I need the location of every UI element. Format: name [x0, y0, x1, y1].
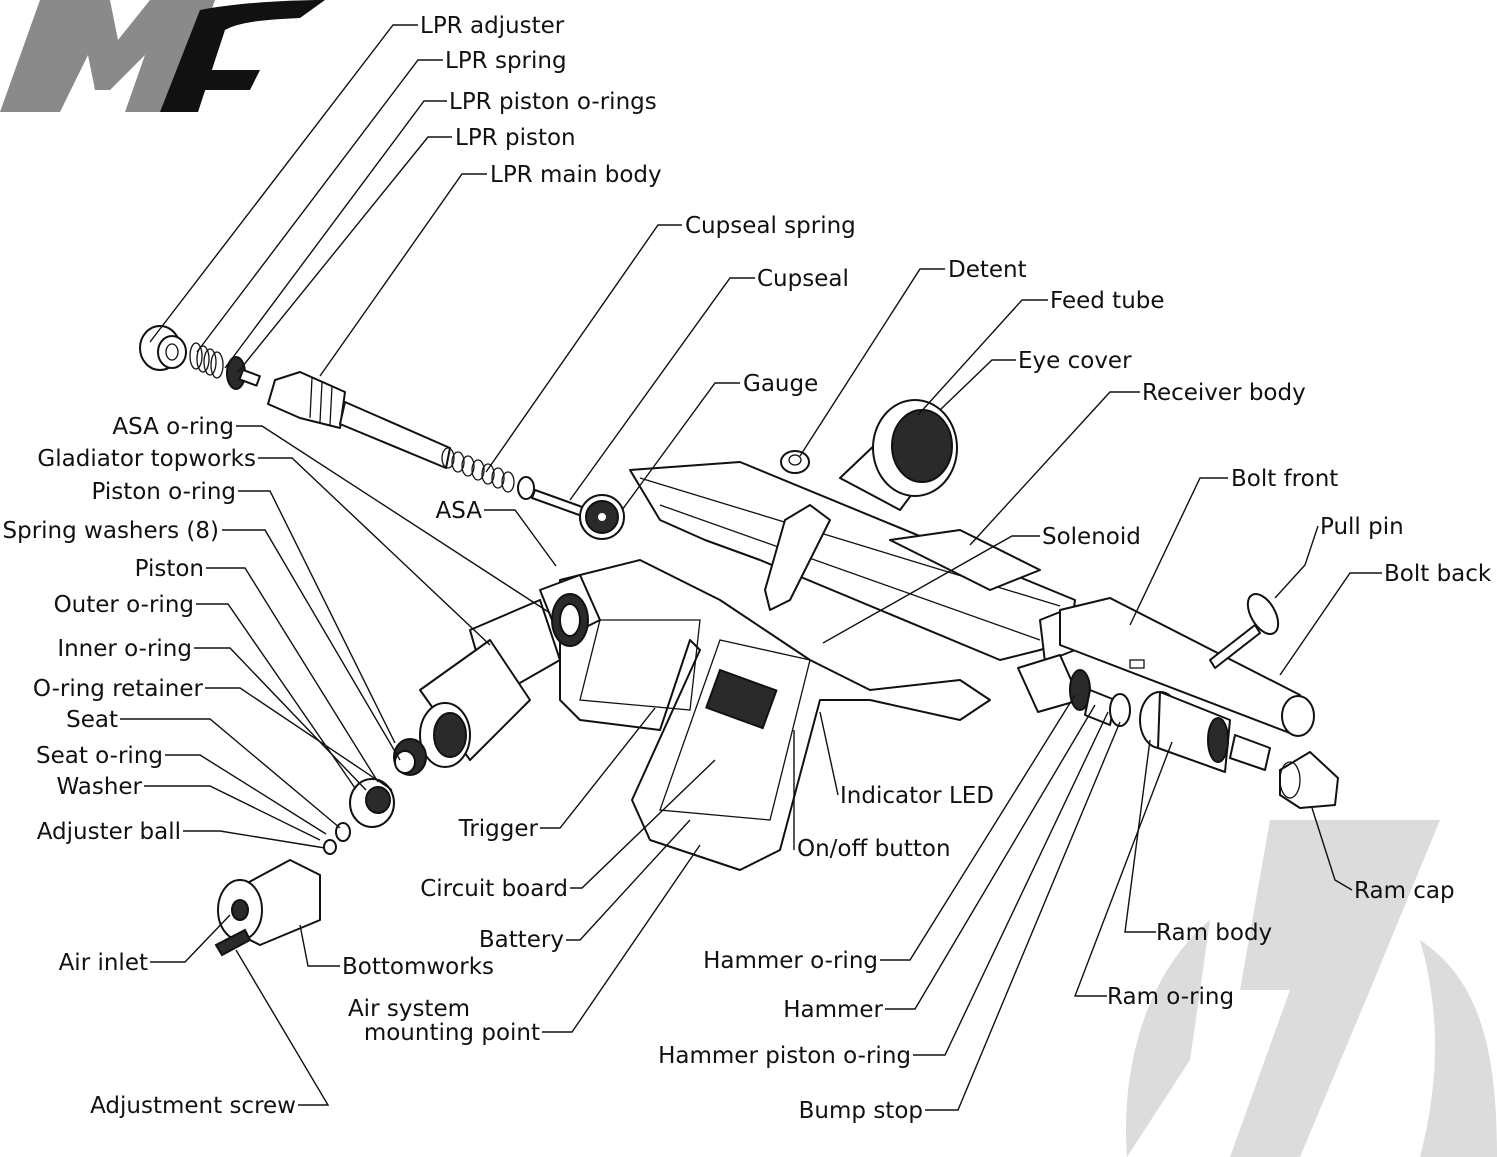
label-receiver-body: Receiver body: [1142, 380, 1306, 406]
lpr-main-body-part: [267, 371, 451, 469]
label-spring-washers: Spring washers (8): [3, 518, 219, 544]
label-outer-oring: Outer o-ring: [54, 592, 194, 618]
label-solenoid: Solenoid: [1042, 524, 1141, 550]
label-lpr-piston: LPR piston: [455, 125, 576, 151]
label-lpr-spring: LPR spring: [445, 48, 567, 74]
label-asa-oring: ASA o-ring: [112, 414, 234, 440]
label-asa: ASA: [436, 498, 483, 524]
label-eye-cover: Eye cover: [1018, 348, 1132, 374]
receiver-body-part: [629, 461, 1076, 663]
label-pull-pin: Pull pin: [1320, 514, 1404, 540]
piston-part: [393, 738, 427, 776]
label-seat-oring: Seat o-ring: [36, 743, 163, 769]
leader-lines: [120, 24, 1382, 1111]
label-onoff-button: On/off button: [797, 836, 951, 862]
label-inner-oring: Inner o-ring: [57, 636, 192, 662]
label-piston: Piston: [135, 556, 204, 582]
label-bottomworks: Bottomworks: [342, 954, 494, 980]
label-air-inlet: Air inlet: [59, 950, 148, 976]
detent-part: [780, 450, 810, 474]
label-lpr-main-body: LPR main body: [490, 162, 662, 188]
label-indicator-led: Indicator LED: [840, 783, 994, 809]
label-circuit-board: Circuit board: [420, 876, 568, 902]
label-hammer-oring: Hammer o-ring: [703, 948, 878, 974]
label-gauge: Gauge: [743, 371, 818, 397]
label-battery: Battery: [479, 927, 564, 953]
oring-retainer-part: [349, 778, 395, 828]
label-ram-cap: Ram cap: [1354, 878, 1455, 904]
label-bolt-front: Bolt front: [1231, 466, 1338, 492]
cupseal-part: [517, 476, 586, 517]
adjustment-screw-part: [214, 928, 252, 957]
bottomworks-part: [217, 859, 321, 946]
lpr-piston-part: [226, 356, 261, 390]
label-ram-oring: Ram o-ring: [1107, 984, 1234, 1010]
label-hammer-piston-oring: Hammer piston o-ring: [658, 1043, 911, 1069]
label-washer: Washer: [56, 774, 142, 800]
feed-tube-part: [839, 399, 958, 511]
hammer-part: [1017, 654, 1131, 727]
bolt-front-part: [1059, 597, 1315, 737]
label-hammer: Hammer: [783, 997, 883, 1023]
label-bump-stop: Bump stop: [799, 1098, 923, 1124]
label-feed-tube: Feed tube: [1050, 288, 1165, 314]
ram-cap-part: [1279, 751, 1339, 809]
label-trigger: Trigger: [458, 816, 539, 842]
label-piston-oring: Piston o-ring: [91, 479, 236, 505]
seat-part: [323, 822, 351, 855]
label-seat: Seat: [66, 707, 118, 733]
gauge-part: [579, 494, 625, 540]
label-ram-body: Ram body: [1156, 920, 1272, 946]
label-bolt-back: Bolt back: [1384, 561, 1492, 587]
pull-pin-part: [1209, 593, 1280, 669]
label-cupseal-spring: Cupseal spring: [685, 213, 856, 239]
label-lpr-piston-orings: LPR piston o-rings: [449, 89, 657, 115]
part-labels: LPR adjuster LPR spring LPR piston o-rin…: [3, 13, 1492, 1124]
cupseal-spring-part: [441, 447, 515, 493]
label-air-system-line2: mounting point: [364, 1020, 540, 1046]
label-adjuster-ball: Adjuster ball: [37, 819, 181, 845]
asa-part: [539, 574, 601, 647]
label-lpr-adjuster: LPR adjuster: [420, 13, 565, 39]
label-cupseal: Cupseal: [757, 266, 849, 292]
label-gladiator-topworks: Gladiator topworks: [37, 446, 256, 472]
grip-frame-part: [559, 559, 991, 871]
mf-logo-icon: [0, 0, 325, 112]
ram-body-part: [1139, 691, 1271, 773]
gladiator-topworks-part: [419, 599, 561, 768]
lpr-spring-part: [189, 342, 224, 379]
label-adjustment-screw: Adjustment screw: [90, 1093, 296, 1119]
label-air-system-line1: Air system: [348, 996, 470, 1022]
label-oring-retainer: O-ring retainer: [33, 676, 204, 702]
lpr-adjuster-part: [139, 325, 187, 371]
label-detent: Detent: [948, 257, 1027, 283]
eye-cover-part: [764, 504, 831, 611]
lightning-bolt-watermark-icon: [1126, 820, 1497, 1157]
